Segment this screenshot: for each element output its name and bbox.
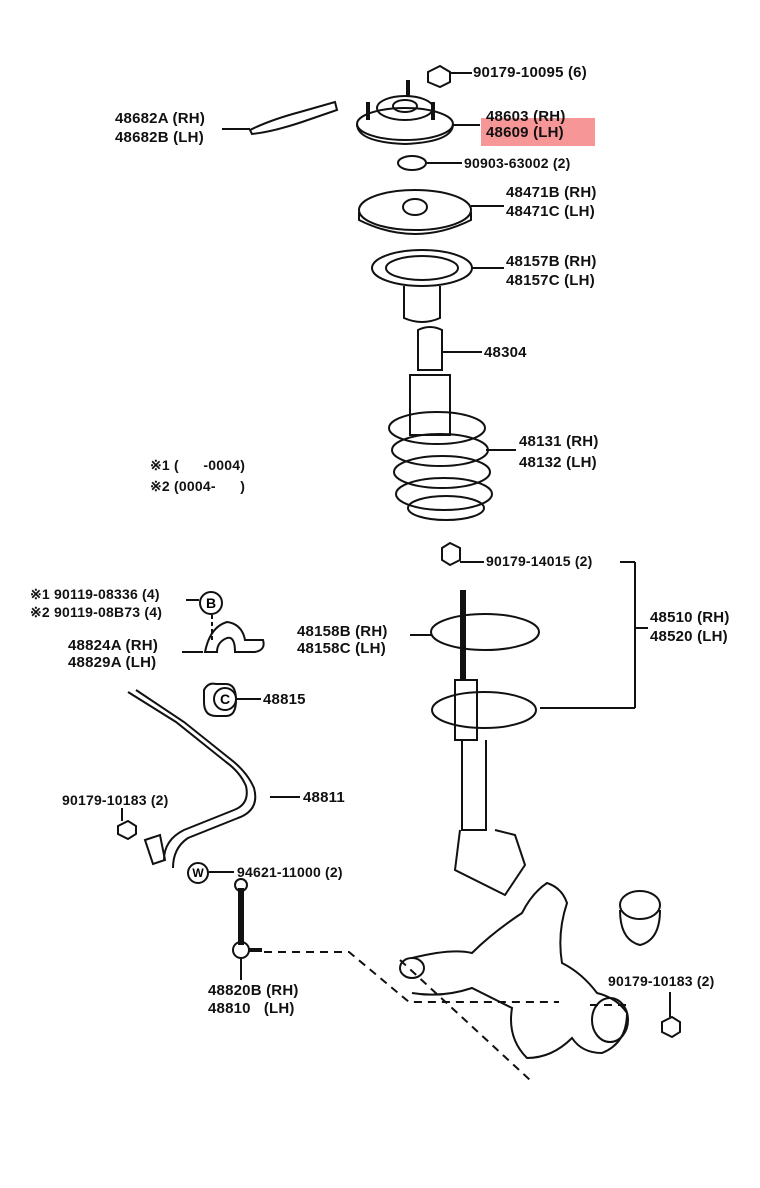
dashed-assembly-line: [264, 951, 559, 1003]
small-nut-part: [397, 155, 462, 171]
label-94621-11000: 94621-11000 (2): [237, 864, 343, 880]
label-48520: 48520 (LH): [650, 628, 728, 645]
nut-top-part: [427, 64, 472, 89]
label-90179-14015: 90179-14015 (2): [486, 553, 593, 569]
callout-w: W: [187, 862, 209, 884]
label-90179-10183-left: 90179-10183 (2): [62, 792, 169, 808]
label-90179-10183-right: 90179-10183 (2): [608, 973, 715, 989]
label-48811: 48811: [303, 789, 345, 806]
nut-right-part: [661, 992, 681, 1039]
label-90179-10095: 90179-10095 (6): [473, 64, 587, 81]
label-48132: 48132 (LH): [519, 454, 597, 471]
label-90119-08b73: ※2 90119-08B73 (4): [30, 604, 163, 620]
upper-seat-part: [358, 189, 504, 235]
label-48304: 48304: [484, 344, 527, 361]
strut-support-part: [356, 80, 480, 146]
coil-spring-part: [388, 374, 516, 521]
stabilizer-bar-part: [127, 689, 300, 869]
nut-left-part: [117, 808, 137, 841]
insulator-part: [371, 249, 504, 323]
label-48810: 48810 (LH): [208, 1000, 295, 1017]
bracket-part: [182, 599, 265, 653]
label-48471c: 48471C (LH): [506, 203, 595, 220]
label-48158b: 48158B (RH): [297, 623, 388, 640]
bumper-part: [417, 326, 482, 371]
highlight-48609: [481, 118, 595, 146]
callout-c: C: [213, 687, 237, 711]
stabilizer-link-part: [209, 871, 262, 980]
brace-part: [222, 100, 339, 136]
label-48158c: 48158C (LH): [297, 640, 386, 657]
label-48815: 48815: [263, 691, 306, 708]
label-90903-63002: 90903-63002 (2): [464, 155, 571, 171]
label-48820b: 48820B (RH): [208, 982, 299, 999]
label-48157c: 48157C (LH): [506, 272, 595, 289]
note-1: ※1 ( -0004): [150, 457, 246, 473]
label-48829a: 48829A (LH): [68, 654, 157, 671]
label-48609: 48609 (LH): [486, 124, 564, 141]
label-48471b: 48471B (RH): [506, 184, 597, 201]
label-48824a: 48824A (RH): [68, 637, 159, 654]
label-48510: 48510 (RH): [650, 609, 730, 626]
label-48131: 48131 (RH): [519, 433, 599, 450]
callout-b: B: [199, 591, 223, 615]
note-2: ※2 (0004- ): [150, 478, 246, 494]
label-48603: 48603 (RH): [486, 108, 566, 125]
label-48157b: 48157B (RH): [506, 253, 597, 270]
steering-knuckle-part: [399, 881, 661, 1060]
dashed-assembly-line: [399, 959, 531, 1081]
label-48682b: 48682B (LH): [115, 129, 204, 146]
label-48682a: 48682A (RH): [115, 110, 206, 127]
strut-part: [410, 541, 648, 897]
label-90119-08336: ※1 90119-08336 (4): [30, 586, 160, 602]
